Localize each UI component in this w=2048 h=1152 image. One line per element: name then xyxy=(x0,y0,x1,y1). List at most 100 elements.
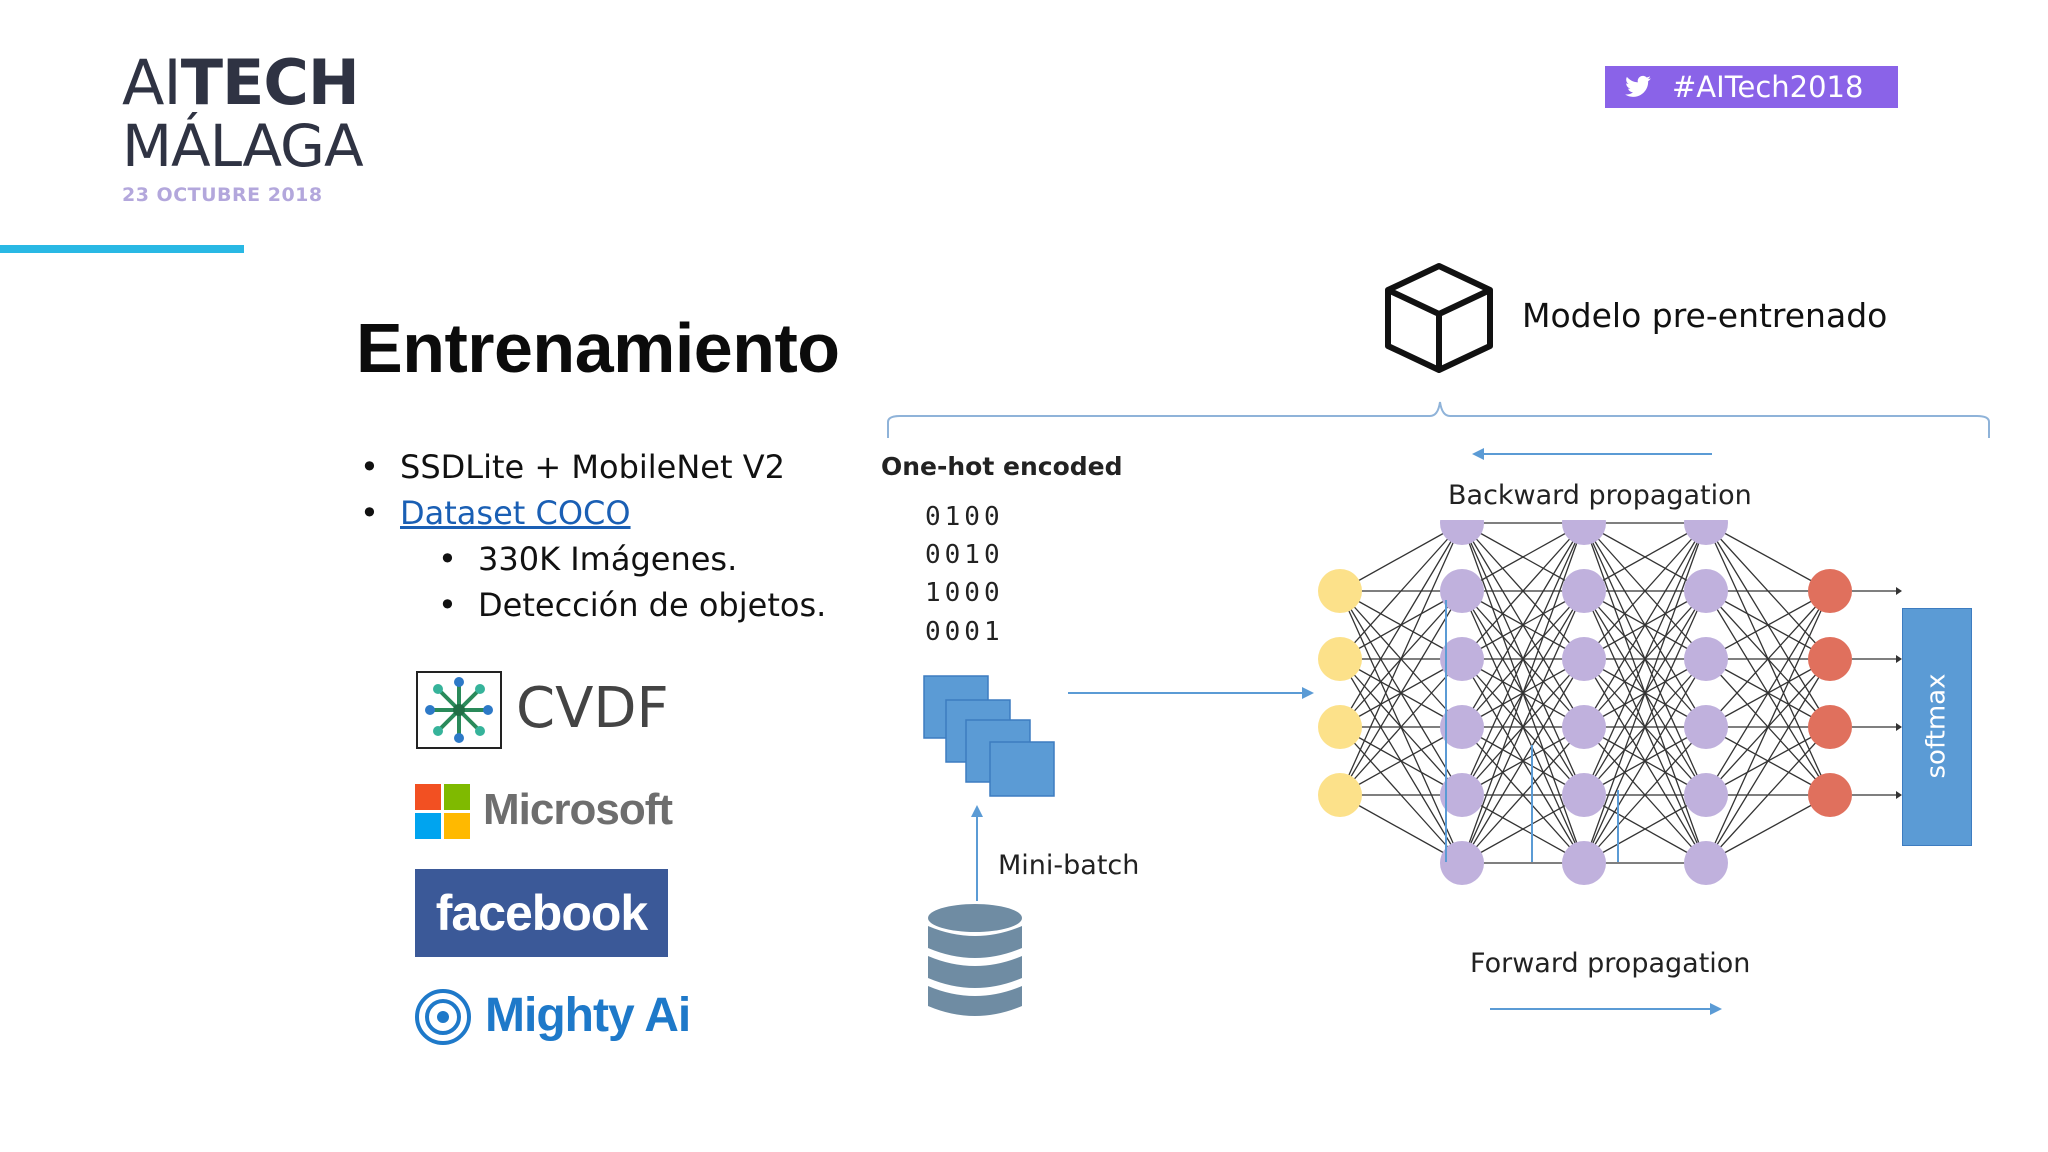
network-edge xyxy=(1461,590,1585,864)
hidden-node xyxy=(1440,569,1484,613)
output-node xyxy=(1808,705,1852,749)
softmax-label-wrap: softmax xyxy=(1902,608,1970,844)
network-edge xyxy=(1461,522,1585,796)
hidden-node xyxy=(1684,841,1728,885)
hidden-node xyxy=(1562,773,1606,817)
brand-ai: AI xyxy=(122,46,182,119)
network-edge xyxy=(1339,522,1463,660)
onehot-row: 0010 xyxy=(925,540,1004,570)
bullet-item: • 330K Imágenes. xyxy=(438,540,737,578)
dataset-coco-link[interactable]: Dataset COCO xyxy=(400,494,631,532)
backward-arrow xyxy=(1472,448,1712,460)
brand-date: 23 OCTUBRE 2018 xyxy=(122,184,323,206)
bullet-dot: • xyxy=(360,448,379,486)
network-edge xyxy=(1705,726,1831,864)
network-edge xyxy=(1461,522,1585,728)
brand-logo-line2: MÁLAGA xyxy=(122,112,364,180)
minibatch-label: Mini-batch xyxy=(998,850,1140,881)
mighty-ai-logo-icon xyxy=(415,989,471,1045)
bullet-text: 330K Imágenes. xyxy=(478,540,738,578)
hidden-node xyxy=(1562,705,1606,749)
bullet-dot: • xyxy=(438,586,457,624)
twitter-bird-icon xyxy=(1625,75,1651,97)
bullet-dot: • xyxy=(360,494,379,532)
hidden-node xyxy=(1684,705,1728,749)
onehot-title: One-hot encoded xyxy=(881,452,1123,481)
hidden-node xyxy=(1440,705,1484,749)
hashtag-text: #AITech2018 xyxy=(1672,70,1864,104)
onehot-row: 1000 xyxy=(925,578,1004,608)
bullet-text: Detección de objetos. xyxy=(478,586,827,624)
database-icon xyxy=(928,904,1022,1016)
image-stack-icon xyxy=(923,675,1055,797)
facebook-logo: facebook xyxy=(415,869,668,957)
network-edge xyxy=(1705,522,1831,592)
input-node xyxy=(1318,705,1362,749)
input-node xyxy=(1318,637,1362,681)
network-edge xyxy=(1461,726,1585,864)
output-arrowhead xyxy=(1896,723,1902,731)
network-edge xyxy=(1461,522,1585,864)
hidden-node xyxy=(1440,520,1484,545)
network-edge xyxy=(1339,522,1463,728)
hidden-node xyxy=(1562,841,1606,885)
input-arrow xyxy=(1068,687,1314,699)
model-label: Modelo pre-entrenado xyxy=(1522,296,1888,335)
network-edge xyxy=(1583,522,1707,660)
network-edge xyxy=(1583,658,1707,864)
input-node xyxy=(1318,773,1362,817)
network-edge xyxy=(1461,658,1585,864)
bullet-text: SSDLite + MobileNet V2 xyxy=(400,448,785,486)
network-edge xyxy=(1705,590,1831,728)
hidden-node xyxy=(1684,569,1728,613)
hidden-node xyxy=(1562,637,1606,681)
forward-label: Forward propagation xyxy=(1470,948,1751,979)
softmax-label: softmax xyxy=(1921,673,1951,779)
network-edge xyxy=(1583,522,1707,864)
hidden-node xyxy=(1440,637,1484,681)
bracket-line xyxy=(887,401,1990,438)
bullet-item: • Dataset COCO xyxy=(360,494,631,532)
network-edge xyxy=(1583,590,1707,864)
bullet-item: • SSDLite + MobileNet V2 xyxy=(360,448,785,486)
brand-tech: TECH xyxy=(180,46,360,119)
accent-bar xyxy=(0,245,244,253)
network-edge xyxy=(1339,794,1463,864)
cvdf-logo-icon xyxy=(416,671,502,749)
hidden-node xyxy=(1562,520,1606,545)
network-edge xyxy=(1339,590,1463,796)
onehot-row: 0001 xyxy=(925,617,1004,647)
slide-title: Entrenamiento xyxy=(356,309,840,387)
bullet-item: • Detección de objetos. xyxy=(438,586,826,624)
network-edge xyxy=(1583,522,1707,592)
hidden-node xyxy=(1684,520,1728,545)
microsoft-logo-icon xyxy=(415,784,470,839)
hidden-node xyxy=(1684,773,1728,817)
network-edge xyxy=(1339,658,1463,796)
hidden-node xyxy=(1440,773,1484,817)
hidden-node xyxy=(1562,569,1606,613)
output-arrowhead xyxy=(1896,587,1902,595)
network-edge xyxy=(1339,726,1463,796)
cvdf-logo-text: CVDF xyxy=(516,676,669,741)
network-edge xyxy=(1705,590,1831,796)
output-arrowhead xyxy=(1896,791,1902,799)
network-edge xyxy=(1339,522,1463,592)
network-edge xyxy=(1583,726,1707,864)
hashtag-badge: #AITech2018 xyxy=(1605,66,1898,108)
output-node xyxy=(1808,637,1852,681)
cube-icon xyxy=(1385,263,1493,373)
mighty-ai-logo-text: Mighty Ai xyxy=(485,989,691,1042)
network-edge xyxy=(1583,522,1707,728)
bullet-dot: • xyxy=(438,540,457,578)
forward-arrow xyxy=(1490,1003,1722,1015)
hidden-node xyxy=(1684,637,1728,681)
network-edge xyxy=(1705,658,1831,864)
network-edge xyxy=(1461,522,1585,660)
output-arrowhead xyxy=(1896,655,1902,663)
network-edge xyxy=(1583,794,1707,864)
network-edge xyxy=(1705,590,1831,660)
backward-label: Backward propagation xyxy=(1448,480,1752,511)
neural-network xyxy=(1318,520,1902,885)
network-edge xyxy=(1583,522,1707,796)
